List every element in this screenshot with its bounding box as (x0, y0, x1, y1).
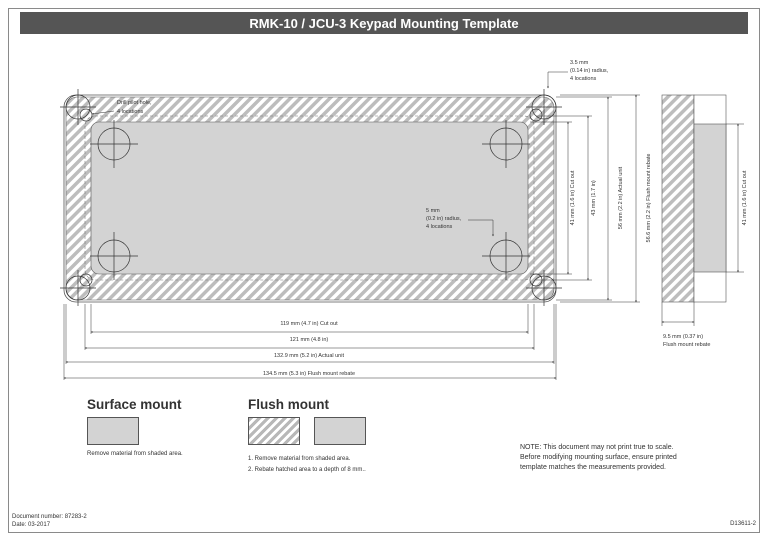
r5-callout-leader (468, 219, 494, 237)
inner-radius-circles (90, 120, 530, 280)
surface-mount-title: Surface mount (87, 397, 182, 412)
flush-mount-step2: 2. Rebate hatched area to a depth of 8 m… (248, 467, 366, 473)
flush-mount-title: Flush mount (248, 397, 329, 412)
horizontal-dimensions (63, 304, 557, 380)
r35-callout-leader (547, 71, 568, 89)
page-frame (8, 8, 760, 533)
drill-callout-line1: Drill pilot hole, (117, 100, 152, 106)
r5-callout-line1: 5 mm (426, 208, 440, 214)
r35-callout-line2: (0.14 in) radius, (570, 68, 609, 74)
side-dim-95mm-caption: Flush mount rebate (663, 342, 710, 348)
side-dim-95mm-label: 9.5 mm (0.37 in) (663, 334, 703, 340)
cut-out-area (90, 121, 529, 275)
r35-callout-line1: 3.5 mm (570, 60, 589, 66)
vertical-dimensions (530, 94, 640, 303)
flush-mount-plain-swatch (314, 417, 366, 445)
dim-41mm-label: 41 mm (1.6 in) Cut out (570, 170, 576, 225)
scale-note-line2: Before modifying mounting surface, ensur… (520, 454, 677, 461)
scale-note-line3: template matches the measurements provid… (520, 464, 666, 471)
dim-119mm-label: 119 mm (4.7 in) Cut out (280, 321, 338, 327)
scale-note-line1: NOTE: This document may not print true t… (520, 444, 674, 451)
side-view-hatched (661, 94, 695, 303)
flush-mount-hatched-swatch (248, 417, 300, 445)
dim-43mm-label: 43 mm (1.7 in) (591, 180, 597, 216)
side-view-dimensions (661, 123, 744, 326)
corner-holes (60, 89, 562, 306)
dim-56mm-label: 56 mm (2.2 in) Actual unit (618, 166, 624, 229)
document-date: Date: 03-2017 (12, 522, 51, 528)
dim-566mm-label: 56.6 mm (2.2 in) Flush mount rebate (646, 154, 652, 243)
page-title: RMK-10 / JCU-3 Keypad Mounting Template (20, 12, 748, 34)
side-dim-41mm-label: 41 mm (1.6 in) Cut out (742, 170, 748, 225)
dim-121mm-label: 121 mm (4.8 in) (290, 337, 329, 343)
r5-callout-line2: (0.2 in) radius, (426, 216, 462, 222)
side-view-cutout (693, 123, 727, 273)
dim-1345mm-label: 134.5 mm (5.3 in) Flush mount rebate (263, 371, 355, 377)
r35-callout-line3: 4 locations (570, 76, 597, 82)
r5-callout-line3: 4 locations (426, 224, 453, 230)
drawing-code: D13611-2 (730, 521, 756, 527)
drill-callout-leader (91, 110, 115, 115)
flush-rebate-outline (63, 94, 557, 303)
dashed-121mm-outline (84, 115, 535, 281)
dim-1329mm-label: 132.9 mm (5.2 in) Actual unit (274, 353, 344, 359)
surface-mount-swatch (87, 417, 139, 445)
scale-note: NOTE: This document may not print true t… (520, 443, 677, 473)
flush-mount-step1: 1. Remove material from shaded area. (248, 456, 351, 462)
drill-callout-line2: 4 locations (117, 109, 144, 115)
document-number: Document number: 87283-2 (12, 514, 87, 520)
surface-mount-caption: Remove material from shaded area. (87, 451, 183, 457)
